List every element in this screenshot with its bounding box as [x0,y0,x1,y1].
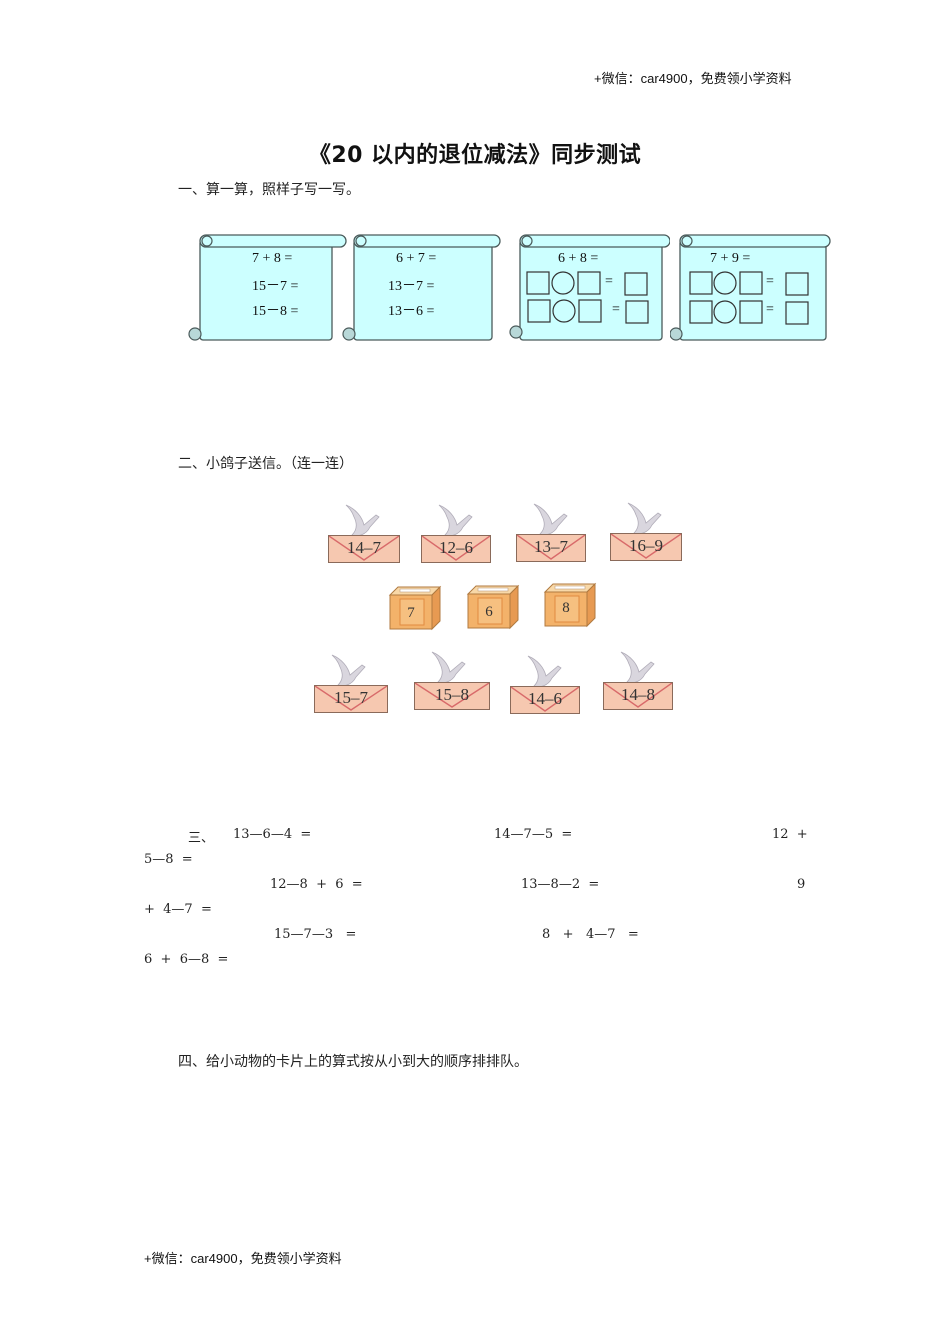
envelope: 16–9 [610,533,682,561]
equation: 7 + 9 = [710,251,751,266]
pigeon-envelope-1[interactable]: 14–7 [328,503,408,563]
section3-label: 三、 [188,831,215,846]
envelope-flap-icon [329,536,399,561]
mailbox-3[interactable]: 8 [543,582,599,628]
envelope: 13–7 [516,534,586,562]
pigeon-icon [527,655,562,688]
envelope-flap-icon [511,687,579,712]
section4-heading: 四、给小动物的卡片上的算式按从小到大的顺序排排队。 [178,1054,528,1070]
calc-1c: 12 + [772,827,808,842]
pigeon-icon [438,504,473,537]
pigeon-envelope-7[interactable]: 14–6 [510,654,590,714]
envelope-flap-icon [315,686,387,711]
envelope: 14–6 [510,686,580,714]
envelope-expression: 16–9 [629,536,663,555]
envelope-flap-icon [517,535,585,560]
scroll-shape [188,234,347,341]
envelope: 12–6 [421,535,491,563]
mailbox-number: 7 [407,605,415,621]
envelope-expression: 13–7 [534,537,568,556]
calc-1a: 13—6—4 = [233,827,312,842]
scroll-card-1: 7 + 8 = 15－7 = 15－8 = [186,234,347,342]
scroll-shape [342,234,501,341]
envelope-flap-icon [415,683,489,708]
calc-2c: 9 [797,877,806,892]
pigeon-icon [331,654,366,687]
equation: 13－6 = [388,304,435,319]
header-watermark: +微信：car4900，免费领小学资料 [594,71,792,86]
envelope: 14–7 [328,535,400,563]
mailbox-2[interactable]: 6 [466,584,522,630]
envelope-expression: 14–8 [621,685,655,704]
mailbox-1[interactable]: 7 [388,585,444,631]
envelope-flap-icon [611,534,681,559]
pigeon-icon [345,504,380,537]
mailbox-icon [543,582,597,628]
pigeon-icon [620,651,655,684]
envelope: 15–8 [414,682,490,710]
calc-2c-wrap: + 4—7 = [144,902,212,917]
calc-2a: 12—8 + 6 = [270,877,363,892]
envelope-expression: 14–6 [528,689,562,708]
scroll-card-3: 6 + 8 = = = [508,234,670,342]
mailbox-icon [466,584,520,630]
page-title: 《20 以内的退位减法》同步测试 [308,143,642,168]
pigeon-envelope-5[interactable]: 15–7 [314,653,394,713]
equation: 6 + 7 = [396,251,437,266]
envelope-expression: 15–7 [334,688,368,707]
pigeon-icon [627,502,662,535]
calc-2b: 13—8—2 = [521,877,600,892]
pigeon-icon [533,503,568,536]
pigeon-envelope-4[interactable]: 16–9 [610,501,690,561]
calc-1c-wrap: 5—8 = [144,852,193,867]
calc-3a: 15—7—3 = [274,927,357,942]
pigeon-envelope-8[interactable]: 14–8 [603,650,683,710]
envelope-expression: 12–6 [439,538,473,557]
envelope-flap-icon [604,683,672,708]
scroll-card-2: 6 + 7 = 13－7 = 13－6 = [340,234,501,342]
equals-sign: = [766,274,774,289]
mailbox-number: 8 [562,600,570,616]
section1-heading: 一、算一算，照样子写一写。 [178,182,360,198]
calc-1b: 14—7—5 = [494,827,573,842]
envelope-expression: 15–8 [435,685,469,704]
envelope-flap-icon [422,536,490,561]
scroll-card-4: 7 + 9 = = = [670,234,831,342]
pigeon-envelope-3[interactable]: 13–7 [516,502,596,562]
equals-sign: = [766,302,774,317]
envelope: 15–7 [314,685,388,713]
equation: 6 + 8 = [558,251,599,266]
pigeon-icon [431,651,466,684]
equation: 7 + 8 = [252,251,293,266]
equation: 13－7 = [388,279,435,294]
pigeon-envelope-2[interactable]: 12–6 [421,503,501,563]
scroll-shape [509,234,670,341]
envelope-expression: 14–7 [347,538,381,557]
mailbox-icon [388,585,442,631]
pigeon-envelope-6[interactable]: 15–8 [414,650,494,710]
equals-sign: = [612,302,620,317]
envelope: 14–8 [603,682,673,710]
calc-3b: 8 + 4—7 = [542,927,639,942]
footer-watermark: +微信：car4900，免费领小学资料 [144,1251,342,1266]
section2-heading: 二、小鸽子送信。（连一连） [178,456,353,472]
equation: 15－8 = [252,304,299,319]
scroll-shape [670,234,831,341]
equation: 15－7 = [252,279,299,294]
equals-sign: = [605,274,613,289]
calc-3-wrap: 6 + 6—8 = [144,952,229,967]
mailbox-number: 6 [485,604,493,620]
